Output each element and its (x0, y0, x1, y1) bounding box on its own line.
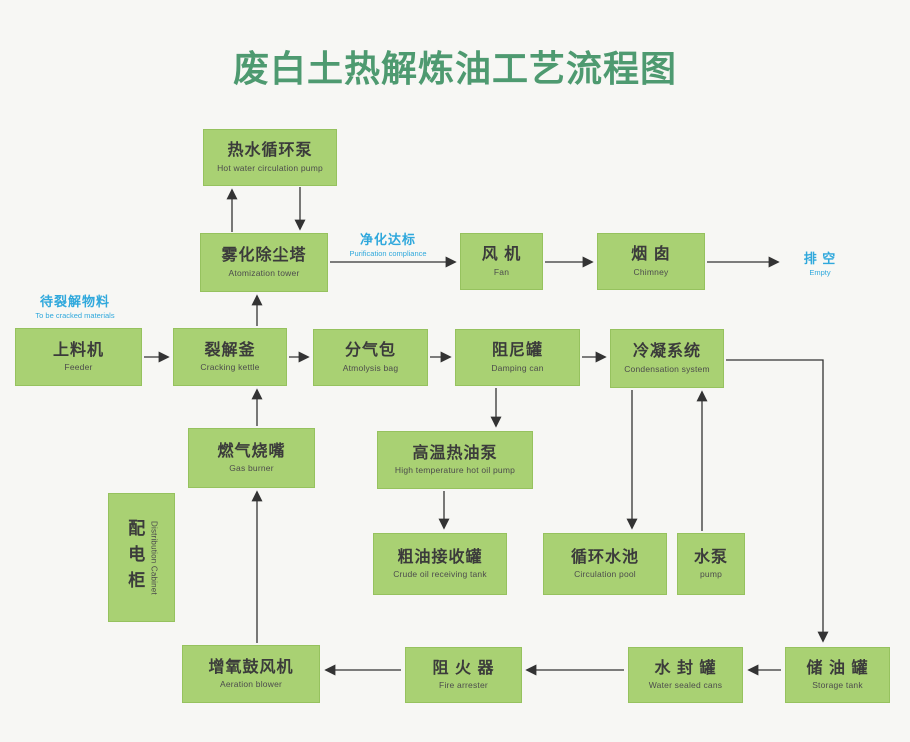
node-label-en: Cracking kettle (200, 362, 260, 373)
node-label-en: Atomization tower (228, 267, 300, 278)
node-label-zh: 阻 火 器 (432, 659, 495, 677)
node-label-zh: 燃气烧嘴 (217, 442, 286, 460)
annotation-label-en: To be cracked materials (35, 311, 115, 320)
node-label-en: pump (699, 569, 723, 580)
node-condensation-system: 冷凝系统 Condensation system (610, 329, 724, 388)
node-label-zh: 粗油接收罐 (397, 548, 483, 566)
node-water-pump: 水泵 pump (677, 533, 745, 595)
node-label-zh: 增氧鼓风机 (208, 658, 294, 676)
edge-condensation-system-to-storage-tank (726, 359, 829, 643)
node-label-en: High temperature hot oil pump (394, 465, 516, 476)
node-label-zh: 循环水池 (570, 548, 639, 566)
node-label-en: Water sealed cans (648, 680, 723, 691)
node-label-zh: 上料机 (52, 341, 104, 359)
annotation-label-zh: 待裂解物料 (39, 294, 110, 309)
annotation-to-be-cracked-materials: 待裂解物料 To be cracked materials (15, 291, 135, 320)
node-fire-arrester: 阻 火 器 Fire arrester (405, 647, 522, 703)
node-label-zh: 热水循环泵 (227, 142, 313, 160)
node-damping-can: 阻尼罐 Damping can (455, 329, 580, 386)
node-cracking-kettle: 裂解釜 Cracking kettle (173, 328, 287, 386)
node-label-zh: 储 油 罐 (806, 659, 869, 677)
node-hot-oil-pump: 高温热油泵 High temperature hot oil pump (377, 431, 533, 489)
node-label-en: Hot water circulation pump (217, 162, 323, 173)
node-water-sealed-cans: 水 封 罐 Water sealed cans (628, 647, 743, 703)
node-label-en: Atmolysis bag (342, 362, 399, 373)
node-distribution-cabinet: 配电柜 Distribution Cabinet (108, 493, 175, 622)
node-aeration-blower: 增氧鼓风机 Aeration blower (182, 645, 320, 703)
annotation-empty: 排 空 Empty (785, 248, 855, 277)
node-label-en: Fan (493, 266, 510, 277)
node-label-en: Aeration blower (219, 679, 283, 690)
annotation-label-zh: 排 空 (803, 251, 837, 266)
node-label-en: Circulation pool (574, 569, 636, 580)
node-label-zh: 阻尼罐 (491, 342, 543, 360)
node-label-en: Chimney (633, 266, 669, 277)
node-label-zh: 雾化除尘塔 (221, 247, 307, 265)
node-label-zh: 高温热油泵 (412, 444, 498, 462)
annotation-purification-compliance: 净化达标 Purification compliance (330, 229, 446, 258)
node-label-zh: 冷凝系统 (632, 343, 701, 361)
node-crude-oil-receiving-tank: 粗油接收罐 Crude oil receiving tank (373, 533, 507, 595)
node-chimney: 烟 囱 Chimney (597, 233, 705, 290)
node-label-zh: 裂解釜 (204, 341, 256, 359)
node-label-en: Damping can (491, 362, 544, 373)
node-label-en: Fire arrester (439, 680, 488, 691)
node-label-en: Storage tank (812, 680, 863, 691)
node-atomization-tower: 雾化除尘塔 Atomization tower (200, 233, 328, 292)
node-hot-water-circulation-pump: 热水循环泵 Hot water circulation pump (203, 129, 337, 186)
annotation-label-en: Purification compliance (349, 249, 427, 258)
node-atmolysis-bag: 分气包 Atmolysis bag (313, 329, 428, 386)
node-label-en: Distribution Cabinet (149, 520, 159, 595)
node-feeder: 上料机 Feeder (15, 328, 142, 386)
node-fan: 风 机 Fan (460, 233, 543, 290)
node-label-en: Condensation system (624, 363, 710, 374)
node-label-zh: 烟 囱 (631, 246, 671, 264)
node-storage-tank: 储 油 罐 Storage tank (785, 647, 890, 703)
node-label-zh: 水 封 罐 (654, 659, 717, 677)
node-label-en: Gas burner (229, 463, 274, 474)
node-label-zh: 配电柜 (125, 518, 145, 597)
annotation-label-en: Empty (809, 268, 831, 277)
node-label-zh: 水泵 (693, 548, 728, 566)
node-label-en: Feeder (64, 362, 93, 373)
node-gas-burner: 燃气烧嘴 Gas burner (188, 428, 315, 488)
annotation-label-zh: 净化达标 (359, 232, 416, 247)
node-circulation-pool: 循环水池 Circulation pool (543, 533, 667, 595)
node-label-zh: 分气包 (344, 342, 396, 360)
node-label-zh: 风 机 (481, 246, 522, 264)
node-label-en: Crude oil receiving tank (393, 569, 487, 580)
diagram-title: 废白土热解炼油工艺流程图 (232, 48, 677, 89)
